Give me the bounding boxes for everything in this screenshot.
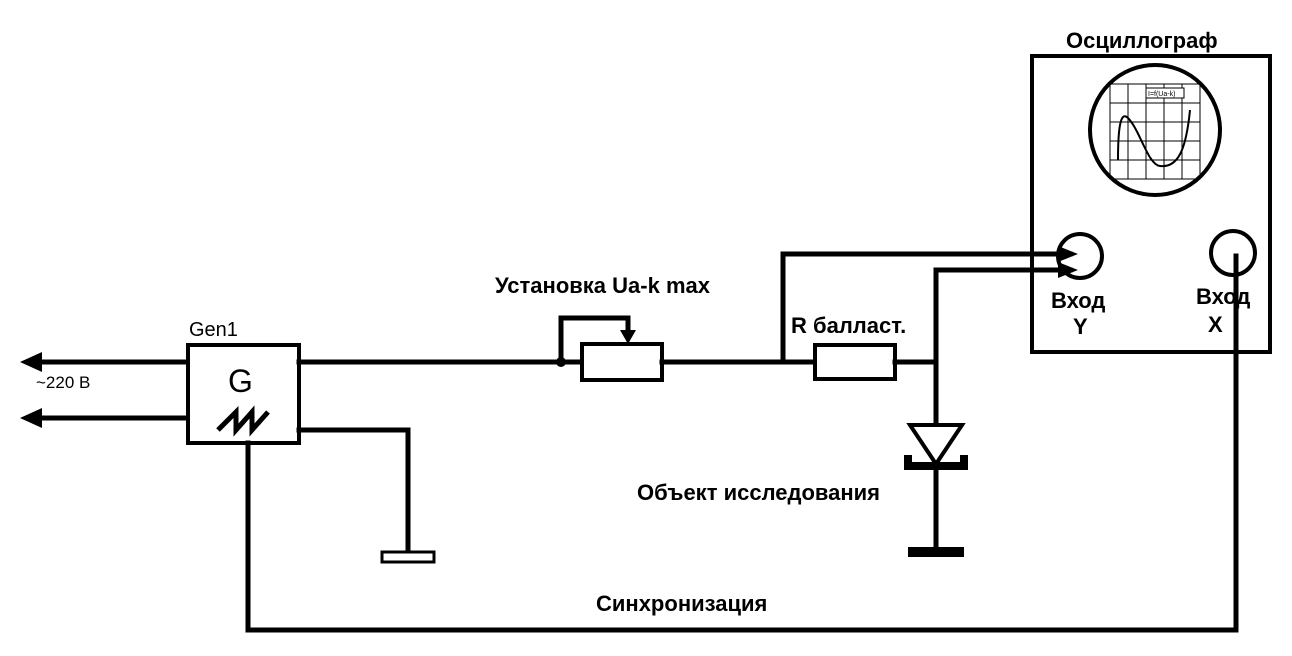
- potentiometer-label: Установка Ua-k max: [495, 273, 711, 298]
- oscilloscope-screen: I=f(Ua-k): [1088, 63, 1222, 197]
- input-x-label-2: X: [1208, 312, 1223, 337]
- generator-symbol: G: [228, 363, 253, 399]
- sync-label: Синхронизация: [596, 591, 767, 616]
- screen-caption: I=f(Ua-k): [1148, 91, 1175, 98]
- arrow-right-icon: [1058, 262, 1078, 278]
- input-y-label-2: Y: [1073, 314, 1088, 339]
- wire-to-input-y-upper: [780, 251, 1073, 365]
- screen-trace: [1117, 109, 1191, 168]
- input-x-label-1: Вход: [1196, 284, 1250, 309]
- input-x-connector: [1209, 229, 1257, 277]
- arrow-left-icon: [20, 352, 42, 372]
- ballast-resistor: [813, 343, 897, 381]
- diode-triangle: [906, 423, 966, 468]
- potentiometer-body: [580, 342, 664, 382]
- diode-label: Объект исследования: [637, 480, 880, 505]
- resistor-label: R балласт.: [791, 313, 906, 338]
- generator-box: [186, 343, 301, 445]
- mains-arrows: [20, 352, 191, 428]
- arrow-right-icon: [1058, 246, 1078, 262]
- input-y-label-1: Вход: [1051, 288, 1105, 313]
- oscilloscope-box: [1030, 54, 1272, 354]
- wiper-arrow-icon: [620, 330, 636, 344]
- oscilloscope-title: Осциллограф: [1066, 28, 1218, 53]
- mains-label: ~220 В: [36, 373, 90, 392]
- arrow-left-icon: [20, 408, 42, 428]
- input-y-connector: [1056, 232, 1104, 280]
- sawtooth-icon: [216, 405, 270, 437]
- potentiometer-wiper-wire: [558, 315, 631, 365]
- wire-diode-vertical: [933, 267, 1073, 553]
- sync-wire: [245, 253, 1239, 633]
- ground-symbol-1: [380, 550, 436, 564]
- wire-gen-to-ground: [296, 427, 411, 558]
- generator-name: Gen1: [189, 319, 238, 341]
- diode-cathode: [904, 455, 968, 470]
